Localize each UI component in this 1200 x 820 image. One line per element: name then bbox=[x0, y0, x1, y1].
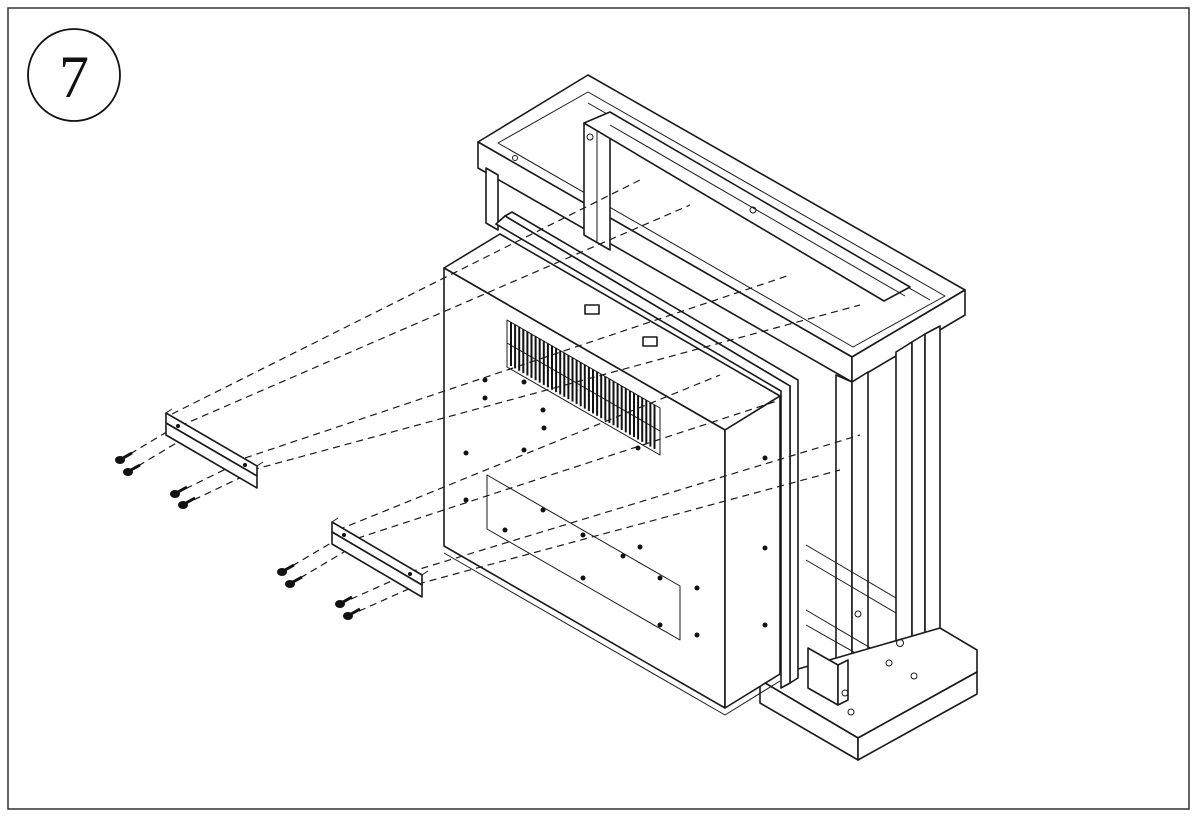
alignment-lines bbox=[119, 179, 861, 617]
step-number: 7 bbox=[59, 44, 89, 110]
screw bbox=[115, 451, 133, 464]
bracket-upper bbox=[165, 408, 264, 489]
screw bbox=[170, 485, 188, 498]
screw bbox=[343, 607, 361, 620]
bracket-lower bbox=[331, 517, 429, 598]
screws bbox=[115, 451, 361, 620]
mount-holes bbox=[463, 377, 768, 638]
surround-frame bbox=[477, 74, 978, 761]
fireplace-insert bbox=[443, 211, 799, 716]
screw bbox=[277, 563, 295, 576]
step-badge: 7 bbox=[27, 28, 121, 122]
vent-grille bbox=[506, 319, 661, 456]
screw bbox=[123, 463, 141, 476]
screw bbox=[335, 595, 353, 608]
page-border bbox=[7, 7, 1190, 810]
screw bbox=[285, 575, 303, 588]
screw bbox=[178, 496, 196, 509]
